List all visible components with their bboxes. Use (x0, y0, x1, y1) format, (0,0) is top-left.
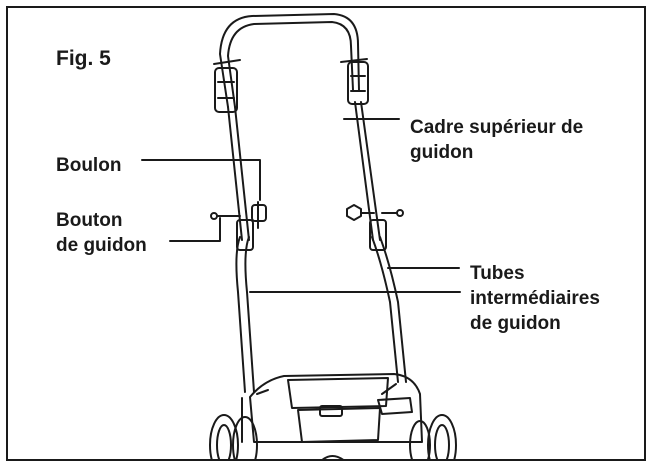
label-tubes-line-1: Tubes (470, 263, 525, 284)
label-tubes-line-3: de guidon (470, 313, 561, 334)
leader-lines (141, 118, 461, 293)
label-cadre-line-1: Cadre supérieur de (410, 117, 584, 138)
upper-clamp-right (347, 61, 369, 105)
middle-clamp-right (369, 219, 387, 251)
label-bouton-line-1: Bouton (56, 210, 123, 231)
leader-line-bouton (169, 217, 221, 242)
upper-clamp-left (214, 67, 238, 113)
bolt-left (251, 201, 267, 229)
handle-knob-left (210, 212, 241, 220)
label-boulon: Boulon (56, 153, 121, 178)
label-bouton-de-guidon: Bouton de guidon (56, 208, 147, 258)
label-bouton-line-2: de guidon (56, 235, 147, 256)
label-boulon-line-1: Boulon (56, 155, 122, 176)
leader-line-boulon (141, 159, 261, 201)
mower-body (241, 373, 423, 459)
handle-knob-right (381, 209, 404, 217)
wheel-left (209, 414, 258, 459)
label-cadre-superieur: Cadre supérieur de guidon (410, 115, 583, 165)
label-tubes-line-2: intermédiaires (470, 288, 600, 309)
intermediate-tubes (235, 236, 407, 393)
figure-frame: Fig. 5 Boulon Bouton de guidon Cadre sup… (6, 6, 646, 461)
upper-handle-frame (213, 13, 381, 241)
middle-clamp-left (236, 219, 254, 251)
figure-title: Fig. 5 (56, 47, 111, 70)
wheel-right (409, 414, 457, 459)
bolt-right (346, 204, 375, 221)
label-cadre-line-2: guidon (410, 142, 474, 163)
lawnmower-handle-diagram (141, 13, 461, 459)
label-tubes-intermediaires: Tubes intermédiaires de guidon (470, 261, 600, 336)
